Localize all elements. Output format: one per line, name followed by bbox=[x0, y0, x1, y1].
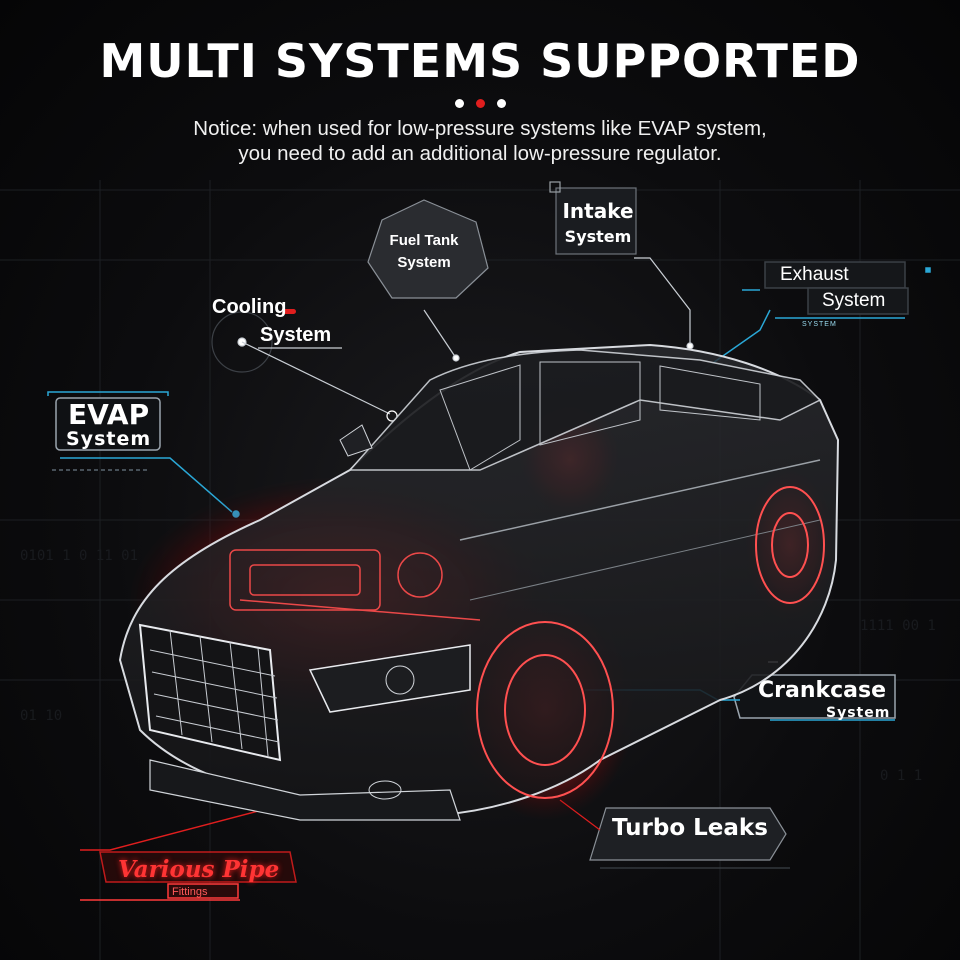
page-title: MULTI SYSTEMS SUPPORTED bbox=[99, 34, 861, 88]
svg-text:0 1 1: 0 1 1 bbox=[880, 768, 922, 784]
turbo-callout bbox=[559, 799, 790, 869]
fuel-tank-label: Fuel Tank System bbox=[384, 230, 464, 274]
intake-label-line1: Intake bbox=[562, 199, 634, 223]
svg-text:1111 00 1: 1111 00 1 bbox=[860, 618, 936, 634]
indicator-dots bbox=[0, 95, 960, 113]
dot-active-icon bbox=[475, 99, 485, 108]
pipe-label-line1: Various Pipe bbox=[118, 856, 280, 883]
evap-label-line2: System bbox=[66, 428, 152, 450]
fuel-tank-label-line1: Fuel Tank bbox=[389, 232, 459, 249]
evap-callout bbox=[47, 391, 240, 518]
svg-text:01 10: 01 10 bbox=[20, 708, 62, 724]
exhaust-callout bbox=[699, 261, 931, 373]
notice-text: Notice: when used for low-pressure syste… bbox=[0, 116, 960, 166]
cooling-label-line1: Cooling bbox=[212, 296, 287, 318]
exhaust-label-line2: System bbox=[822, 290, 886, 311]
exhaust-label-line1: Exhaust bbox=[780, 264, 849, 285]
crankcase-label-line1: Crankcase bbox=[758, 678, 887, 703]
crankcase-label-line2: System bbox=[826, 705, 891, 721]
car-body bbox=[118, 343, 840, 821]
fuel-tank-label-line2: System bbox=[397, 254, 451, 271]
exhaust-small-caption: SYSTEM bbox=[802, 321, 837, 328]
notice-line-1: Notice: when used for low-pressure syste… bbox=[193, 117, 767, 140]
turbo-leaks-label: Turbo Leaks bbox=[612, 815, 768, 841]
notice-line-2: you need to add an additional low-pressu… bbox=[238, 142, 722, 165]
intake-label-line2: System bbox=[564, 227, 632, 246]
pipe-label-line2: Fittings bbox=[172, 886, 208, 898]
fuel-tank-callout bbox=[367, 199, 489, 362]
pipe-callout bbox=[80, 799, 301, 901]
intake-callout bbox=[549, 181, 694, 350]
svg-text:0101 1 0 11 01: 0101 1 0 11 01 bbox=[20, 548, 138, 564]
evap-label-line1: EVAP bbox=[68, 398, 150, 431]
intake-label: Intake System bbox=[558, 198, 638, 250]
dot-icon bbox=[496, 99, 506, 108]
cooling-label-line2: System bbox=[260, 324, 332, 346]
cooling-callout bbox=[211, 309, 398, 422]
dot-icon bbox=[454, 99, 464, 108]
